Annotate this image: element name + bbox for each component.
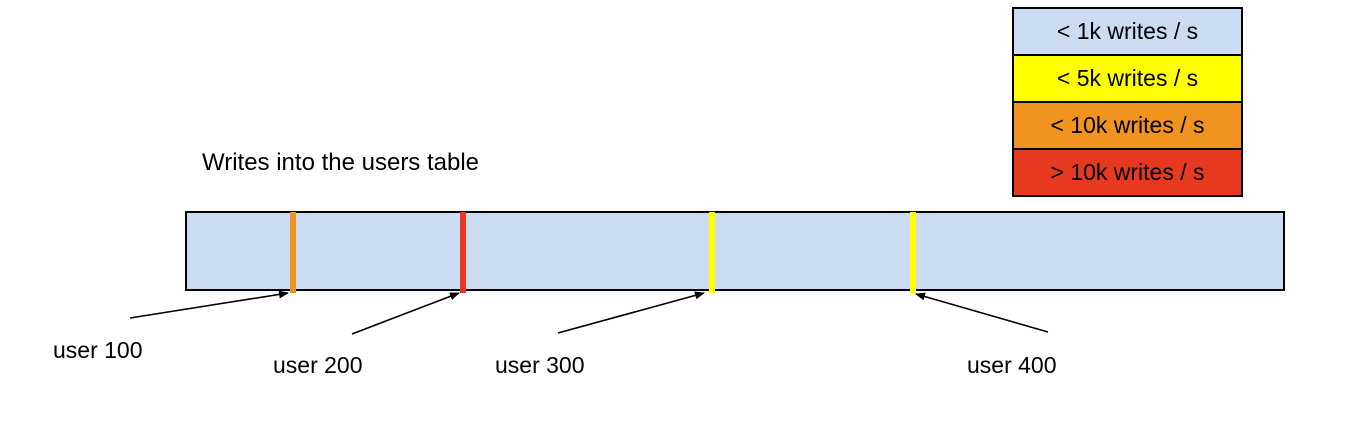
hotspot-marker-user-100 xyxy=(290,212,296,293)
legend-item-label: < 1k writes / s xyxy=(1056,18,1199,44)
arrow-user-300 xyxy=(557,291,705,334)
user-label-300: user 300 xyxy=(495,352,585,378)
user-label-100: user 100 xyxy=(53,337,143,363)
hotspot-marker-user-200 xyxy=(460,212,466,293)
arrow-user-100 xyxy=(129,290,289,319)
user-label-200: user 200 xyxy=(273,352,363,378)
arrow-user-400 xyxy=(915,292,1049,333)
legend-item-gt-10k: > 10k writes / s xyxy=(1014,150,1241,195)
legend-item-lt-5k: < 5k writes / s xyxy=(1014,56,1241,103)
legend-item-lt-10k: < 10k writes / s xyxy=(1014,103,1241,150)
legend-item-lt-1k: < 1k writes / s xyxy=(1014,9,1241,56)
legend: < 1k writes / s < 5k writes / s < 10k wr… xyxy=(1012,7,1243,197)
legend-item-label: < 10k writes / s xyxy=(1050,112,1205,138)
hotspot-marker-user-300 xyxy=(709,212,715,293)
diagram-title: Writes into the users table xyxy=(202,149,480,176)
legend-item-label: > 10k writes / s xyxy=(1050,159,1205,185)
user-label-400: user 400 xyxy=(967,352,1057,378)
legend-item-label: < 5k writes / s xyxy=(1056,65,1199,91)
hotspot-marker-user-400 xyxy=(910,212,916,293)
arrow-user-200 xyxy=(351,292,460,335)
users-table-bar xyxy=(185,211,1285,293)
